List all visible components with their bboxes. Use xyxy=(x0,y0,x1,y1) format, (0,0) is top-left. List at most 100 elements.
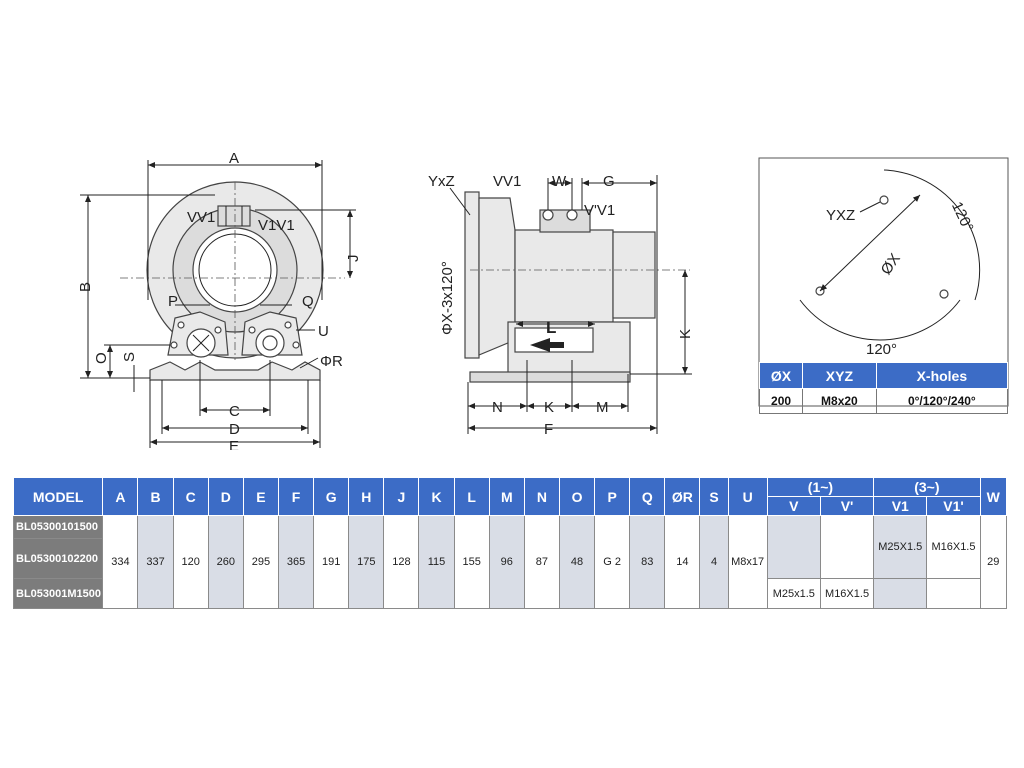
header-model: MODEL xyxy=(12,477,104,516)
header-V1: V1 xyxy=(873,496,928,516)
bolt-header-xyz: XYZ xyxy=(802,362,877,389)
value-S: 4 xyxy=(699,515,729,609)
header-V1prime: V1' xyxy=(926,496,981,516)
header-P: P xyxy=(594,477,631,516)
side-rear-plate xyxy=(464,191,480,359)
header-G: G xyxy=(313,477,350,516)
label-VV1: VV1 xyxy=(493,173,521,190)
label-phiX-side: ΦX-3x120° xyxy=(439,261,456,335)
value-V: M25x1.5 xyxy=(766,578,821,609)
value-Vprime: M16X1.5 xyxy=(819,578,875,609)
bolt-header-holes: X-holes xyxy=(875,362,1009,389)
bolt-value-phiX: 200 xyxy=(758,388,804,414)
header-Vprime: V' xyxy=(819,496,875,516)
header-E: E xyxy=(242,477,279,516)
value-V1prime: M16X1.5 xyxy=(926,515,981,579)
label-Q: Q xyxy=(302,293,314,310)
label-K-side: K xyxy=(677,329,694,339)
header-D: D xyxy=(207,477,244,516)
label-N: N xyxy=(492,399,503,416)
header-U: U xyxy=(727,477,768,516)
value-D: 260 xyxy=(207,515,244,609)
value-H: 175 xyxy=(348,515,385,609)
side-motor xyxy=(514,229,614,323)
header-M: M xyxy=(488,477,525,516)
label-L: L xyxy=(546,318,556,337)
side-view: YxZ VV1 W G V'V1 ΦX-3x120° L K N K M F xyxy=(428,173,694,438)
value-W: 29 xyxy=(979,515,1008,609)
empty-Vprime xyxy=(819,515,875,579)
empty-V xyxy=(766,515,821,579)
label-YXZ: YXZ xyxy=(826,207,855,224)
label-S: S xyxy=(121,352,138,362)
value-F: 365 xyxy=(277,515,315,609)
header-O: O xyxy=(558,477,596,516)
header-W: W xyxy=(979,477,1008,516)
label-angle-b: 120° xyxy=(866,341,897,358)
header-H: H xyxy=(348,477,385,516)
value-E: 295 xyxy=(242,515,279,609)
value-V1: M25X1.5 xyxy=(873,515,928,579)
label-E: E xyxy=(229,438,239,450)
bolt-header-phiX: ØX xyxy=(758,362,804,389)
label-YxZ: YxZ xyxy=(428,173,455,190)
front-top-port xyxy=(217,205,251,227)
value-J: 128 xyxy=(383,515,420,609)
empty-V1prime xyxy=(926,578,981,609)
value-Q: 83 xyxy=(629,515,666,609)
label-VprimeV1: V'V1 xyxy=(584,202,615,219)
label-VV1: VV1 xyxy=(187,209,215,226)
value-G: 191 xyxy=(313,515,350,609)
label-C: C xyxy=(229,403,240,420)
header-Q: Q xyxy=(629,477,666,516)
empty-V1 xyxy=(873,578,928,609)
label-P: P xyxy=(168,293,178,310)
header-C: C xyxy=(172,477,209,516)
side-fan-cover xyxy=(612,231,656,319)
value-M: 96 xyxy=(488,515,525,609)
value-A: 334 xyxy=(102,515,139,609)
label-F: F xyxy=(544,421,553,438)
label-D: D xyxy=(229,421,240,438)
flow-arrow xyxy=(530,338,564,352)
value-C: 120 xyxy=(172,515,209,609)
header-N: N xyxy=(523,477,560,516)
label-W: W xyxy=(552,173,567,190)
label-U: U xyxy=(318,323,329,340)
value-L: 155 xyxy=(453,515,490,609)
bolt-hole-table: ØX XYZ X-holes 200 M8x20 0°/120°/240° xyxy=(758,362,1009,414)
value-U: M8x17 xyxy=(727,515,768,609)
header-F: F xyxy=(277,477,315,516)
header-S: S xyxy=(699,477,729,516)
header-group-3ph: (3~) xyxy=(873,477,981,497)
label-J: J xyxy=(345,255,362,263)
label-M: M xyxy=(596,399,609,416)
header-K: K xyxy=(418,477,455,516)
model-cell: BL053001M1500 xyxy=(12,578,104,609)
label-O: O xyxy=(93,352,110,364)
value-K: 115 xyxy=(418,515,455,609)
label-A: A xyxy=(229,150,239,167)
dimension-spec-table: MODEL A B C D E F G H J K L M N O P Q ØR… xyxy=(12,477,1008,609)
label-K: K xyxy=(544,399,554,416)
label-B: B xyxy=(77,282,94,292)
header-B: B xyxy=(137,477,174,516)
header-A: A xyxy=(102,477,139,516)
label-G: G xyxy=(603,173,615,190)
value-O: 48 xyxy=(558,515,596,609)
front-view: A B C D E J O S P Q U ΦR VV1 V1V1 xyxy=(77,150,362,450)
header-L: L xyxy=(453,477,490,516)
label-V1V1: V1V1 xyxy=(258,217,295,234)
label-phiR: ΦR xyxy=(320,353,343,370)
header-J: J xyxy=(383,477,420,516)
bolt-value-holes: 0°/120°/240° xyxy=(875,388,1009,414)
value-phiR: 14 xyxy=(664,515,701,609)
value-N: 87 xyxy=(523,515,560,609)
header-phiR: ØR xyxy=(664,477,701,516)
model-cell: BL05300101500 xyxy=(12,515,104,539)
header-group-1ph: (1~) xyxy=(766,477,875,497)
value-P: G 2 xyxy=(594,515,631,609)
header-V: V xyxy=(766,496,821,516)
bolt-value-xyz: M8x20 xyxy=(802,388,877,414)
value-B: 337 xyxy=(137,515,174,609)
